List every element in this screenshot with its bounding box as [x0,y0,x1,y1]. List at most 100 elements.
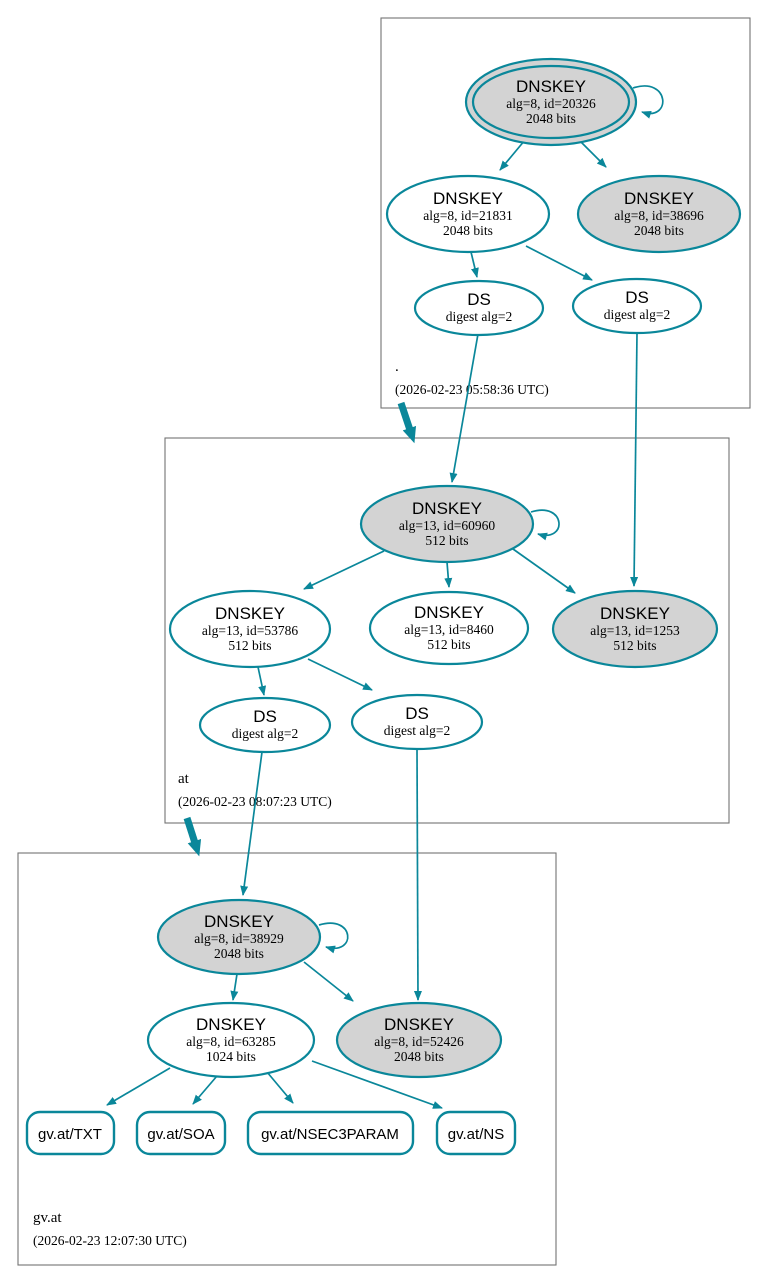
zone-box-at [164,437,730,824]
dnskey-63285-alg: alg=8, id=63285 [186,1034,276,1049]
dnskey-38696-title: DNSKEY [624,189,694,208]
edge-at-key60960-key53786 [303,550,385,590]
dnskey-38696-ellipse [576,174,742,254]
dnskey-60960-bits: 512 bits [425,533,468,548]
dnskey-node-20326[interactable]: DNSKEY alg=8, id=20326 2048 bits [464,57,638,147]
dnskey-node-38929[interactable]: DNSKEY alg=8, id=38929 2048 bits [156,898,322,976]
dnskey-38696-bits: 2048 bits [634,223,684,238]
dnskey-node-63285[interactable]: DNSKEY alg=8, id=63285 1024 bits [146,1001,316,1079]
dnskey-node-60960[interactable]: DNSKEY alg=13, id=60960 512 bits [359,484,535,564]
edge-gv-key63285-rrset-ns [311,1060,443,1109]
dnskey-8460-alg: alg=13, id=8460 [404,622,494,637]
zone-box-root [380,17,751,409]
dnskey-8460-bits: 512 bits [427,637,470,652]
dnskey-21831-bits: 2048 bits [443,223,493,238]
edge-gv-key38929-key52426 [303,961,354,1002]
rrset-soa-label: gv.at/SOA [147,1126,214,1143]
zone-label-root: . [395,359,399,375]
edge-gv-key63285-rrset-txt [106,1067,171,1106]
rrset-node-gv-at-txt[interactable]: gv.at/TXT [25,1110,116,1156]
dnskey-20326-title: DNSKEY [516,77,586,96]
edge-gv-key38929-selfsign [318,922,349,954]
rrset-soa-rect [135,1110,227,1156]
dnskey-63285-bits: 1024 bits [206,1049,256,1064]
dnskey-38929-alg: alg=8, id=38929 [194,931,284,946]
dnskey-52426-bits: 2048 bits [394,1049,444,1064]
ds-at-right-detail: digest alg=2 [384,723,450,738]
ds-root-left-title: DS [467,290,491,309]
edge-at-key53786-ds-right [307,658,373,691]
dnskey-52426-alg: alg=8, id=52426 [374,1034,464,1049]
dnskey-38929-title: DNSKEY [204,912,274,931]
dnskey-60960-title: DNSKEY [412,499,482,518]
dnskey-node-8460[interactable]: DNSKEY alg=13, id=8460 512 bits [368,590,530,666]
dnskey-53786-alg: alg=13, id=53786 [202,623,298,638]
rrset-txt-label: gv.at/TXT [38,1126,102,1143]
edge-root-key20326-selfsign [632,85,664,119]
dnskey-53786-ellipse [168,589,332,669]
dnskey-21831-ellipse [385,174,551,254]
dnskey-63285-title: DNSKEY [196,1015,266,1034]
rrset-node-gv-at-ns[interactable]: gv.at/NS [435,1110,517,1156]
edge-root-key20326-key21831 [499,139,526,171]
edge-at-key60960-key1253 [512,548,576,594]
dnskey-60960-alg: alg=13, id=60960 [399,518,495,533]
edge-at-ds-left-gv-key38929 [240,751,263,896]
dnskey-38696-alg: alg=8, id=38696 [614,208,704,223]
rrset-ns-label: gv.at/NS [448,1126,504,1143]
edge-root-key21831-ds-right [525,245,593,281]
dnskey-20326-outer-ellipse [464,57,638,147]
edge-at-ds-right-gv-key52426 [413,748,422,1001]
dnskey-8460-ellipse [368,590,530,666]
ds-at-left-detail: digest alg=2 [232,726,298,741]
ds-node-at-right[interactable]: DS digest alg=2 [350,693,484,751]
edge-delegation-at-gv-at [183,816,202,857]
rrset-nsec3param-rect [246,1110,415,1156]
edge-root-key20326-key38696 [578,139,607,168]
ds-node-root-left[interactable]: DS digest alg=2 [413,279,545,337]
ds-at-left-ellipse [198,696,332,754]
zone-timestamp-root: (2026-02-23 05:58:36 UTC) [395,382,549,397]
edge-at-key60960-selfsign [530,509,560,541]
edge-root-key21831-ds-left [470,251,479,278]
dnskey-node-52426[interactable]: DNSKEY alg=8, id=52426 2048 bits [335,1001,503,1079]
zone-label-gv-at: gv.at [33,1210,62,1226]
dnskey-38929-bits: 2048 bits [214,946,264,961]
rrset-node-gv-at-soa[interactable]: gv.at/SOA [135,1110,227,1156]
dnskey-node-1253[interactable]: DNSKEY alg=13, id=1253 512 bits [551,589,719,669]
dnskey-node-38696[interactable]: DNSKEY alg=8, id=38696 2048 bits [576,174,742,254]
dnskey-20326-bits: 2048 bits [526,111,576,126]
dnskey-60960-ellipse [359,484,535,564]
ds-at-right-ellipse [350,693,484,751]
edge-root-ds-right-at-key1253 [630,332,639,587]
edge-gv-key63285-rrset-soa [192,1075,218,1105]
zone-label-at: at [178,771,190,787]
rrset-nsec3param-label: gv.at/NSEC3PARAM [261,1126,399,1143]
ds-at-right-title: DS [405,704,429,723]
edge-gv-key63285-rrset-nsec3param [266,1071,294,1104]
dnskey-20326-inner-ellipse [471,64,631,140]
rrset-ns-rect [435,1110,517,1156]
edge-gv-key38929-key63285 [230,973,239,1001]
edge-at-key60960-key8460 [444,561,453,588]
dnskey-node-53786[interactable]: DNSKEY alg=13, id=53786 512 bits [168,589,332,669]
zone-box-gv-at [17,852,557,1266]
rrset-node-gv-at-nsec3param[interactable]: gv.at/NSEC3PARAM [246,1110,415,1156]
edge-delegation-root-at [397,401,417,444]
dnskey-21831-alg: alg=8, id=21831 [423,208,512,223]
ds-root-left-detail: digest alg=2 [446,309,512,324]
ds-node-root-right[interactable]: DS digest alg=2 [571,277,703,335]
dnskey-node-21831[interactable]: DNSKEY alg=8, id=21831 2048 bits [385,174,551,254]
dnskey-52426-title: DNSKEY [384,1015,454,1034]
ds-at-left-title: DS [253,707,277,726]
ds-root-right-ellipse [571,277,703,335]
ds-node-at-left[interactable]: DS digest alg=2 [198,696,332,754]
dnskey-21831-title: DNSKEY [433,189,503,208]
dnskey-63285-ellipse [146,1001,316,1079]
rrset-txt-rect [25,1110,116,1156]
dnskey-20326-alg: alg=8, id=20326 [506,96,596,111]
edge-at-key53786-ds-left [257,666,267,696]
ds-root-right-detail: digest alg=2 [604,307,670,322]
